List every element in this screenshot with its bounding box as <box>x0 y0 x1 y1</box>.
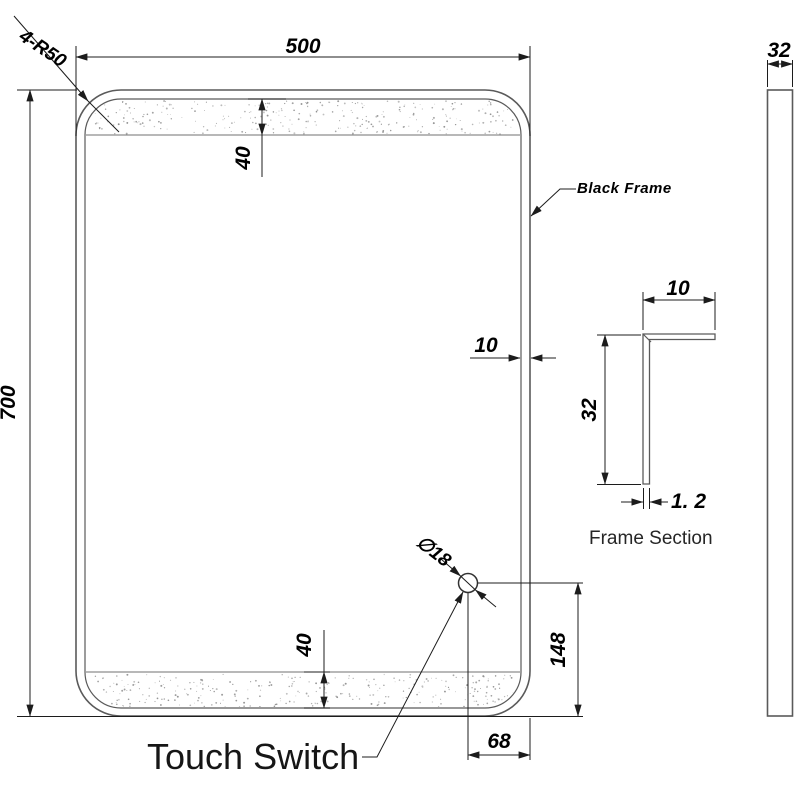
dim-text-section-thickness: 1. 2 <box>671 490 706 513</box>
dimension-lines <box>13 15 794 760</box>
dim-text-top-band: 40 <box>232 146 255 171</box>
mirror-frame <box>75 89 531 717</box>
front-view <box>75 89 531 717</box>
dim-text-width: 500 <box>285 35 320 58</box>
dim-text-switch-from-bottom: 148 <box>547 632 570 667</box>
dim-text-side-depth: 32 <box>767 39 791 62</box>
stipple-dots <box>91 100 520 707</box>
black-frame-label: Black Frame <box>577 180 672 197</box>
led-band-lines <box>86 134 520 673</box>
dim-text-corner-radius: 4-R50 <box>14 25 70 72</box>
side-view-rect <box>766 89 794 717</box>
leader-switch-dia-upper <box>440 558 461 577</box>
mirror-outer-frame <box>75 89 531 717</box>
frame-section-profile <box>642 333 716 485</box>
labels: 500 700 4-R50 40 40 10 Black Frame ∅18 1… <box>0 25 791 777</box>
dim-text-section-face: 10 <box>666 277 690 300</box>
dim-text-height: 700 <box>0 385 20 420</box>
leader-black-frame <box>530 188 576 217</box>
frame-section-title: Frame Section <box>589 528 713 549</box>
dim-text-bottom-band: 40 <box>293 633 316 658</box>
dim-text-switch-from-right: 68 <box>487 730 511 753</box>
leader-corner-radius-tail <box>87 100 120 133</box>
leader-corner-radius <box>13 15 89 102</box>
frame-section-corner-mark <box>642 333 652 343</box>
leader-touch-switch <box>362 591 464 758</box>
mirror-inner-frame <box>84 98 522 709</box>
dim-text-frame-width: 10 <box>474 334 498 357</box>
dim-text-section-depth: 32 <box>578 398 601 422</box>
leader-switch-dia-lower <box>475 589 497 608</box>
frame-section-view <box>642 333 716 485</box>
leader-switch-dia-chord <box>460 575 476 591</box>
side-view <box>766 89 794 717</box>
touch-switch-label: Touch Switch <box>147 736 359 777</box>
